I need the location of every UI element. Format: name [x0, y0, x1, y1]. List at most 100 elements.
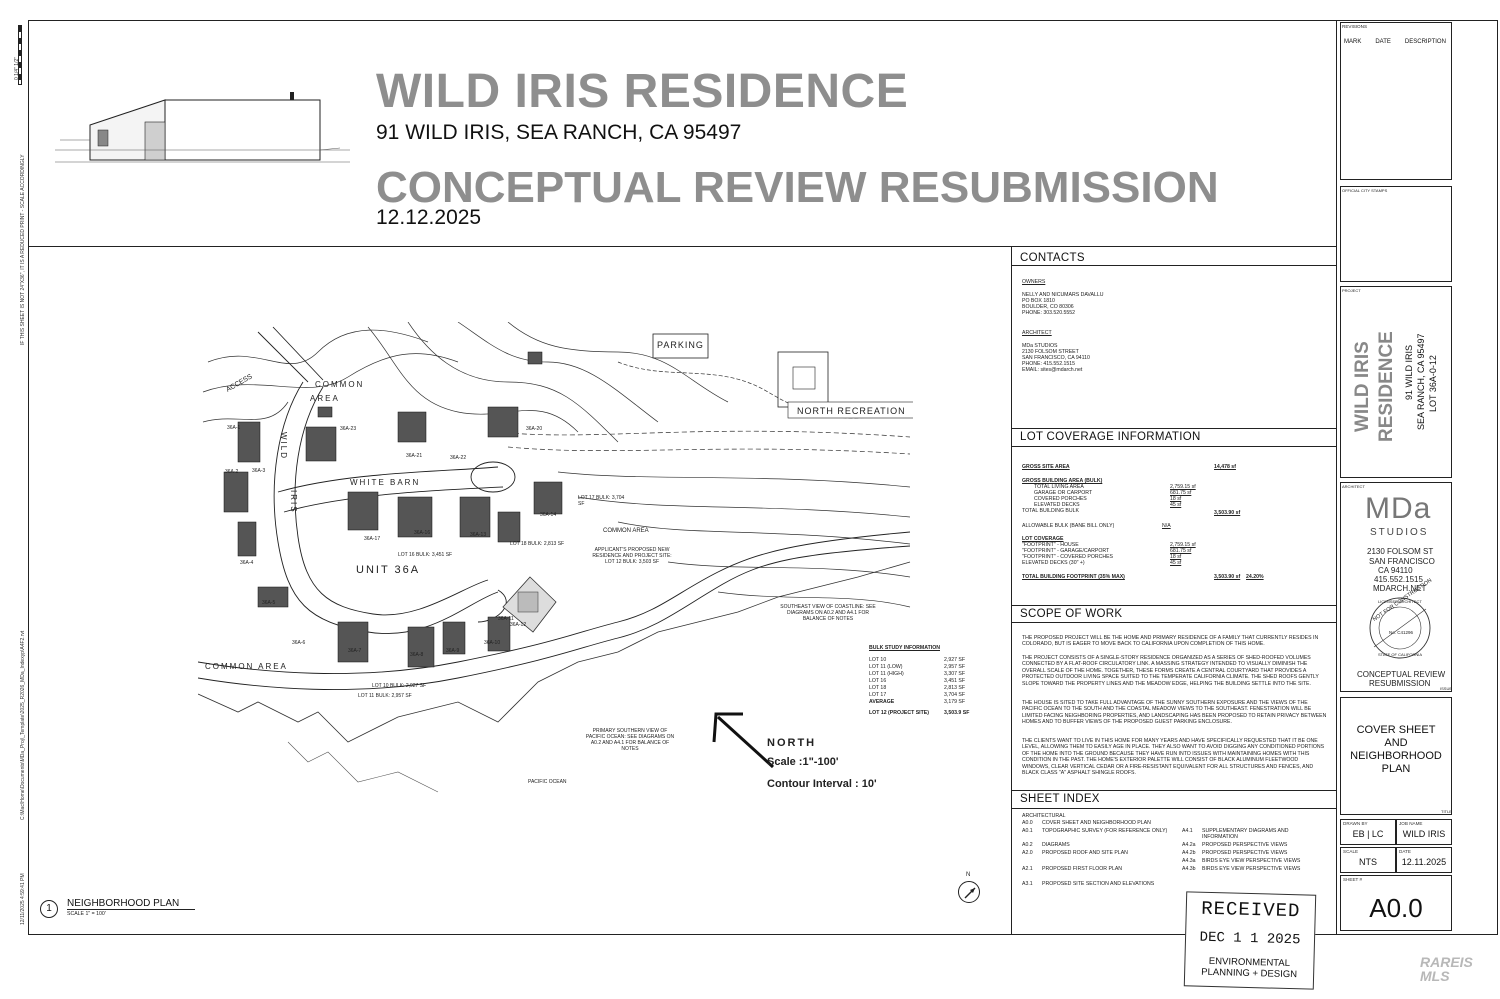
map-north-recreation-label: NORTH RECREATION — [797, 406, 906, 416]
title-label: TITLE — [1441, 809, 1452, 814]
sheet-left-2-num: A0.1 — [1022, 828, 1033, 834]
titleblock-divider — [1336, 20, 1337, 935]
bulk-row-3-value: 18 sf — [1170, 496, 1182, 502]
footprint-row-4-value: 45 sf — [1170, 560, 1182, 566]
house-sketch — [55, 92, 350, 163]
scope-paragraph-4: THE CLIENTS WANT TO LIVE IN THIS HOME FO… — [1022, 738, 1325, 777]
bulk-study-row-1-label: LOT 10 — [869, 657, 887, 663]
owner-line-4: PHONE: 303.520.5552 — [1022, 310, 1076, 316]
bulk-row-4-label: ELEVATED DECKS — [1034, 502, 1080, 508]
sheet-right-2-name: PROPOSED PERSPECTIVE VIEWS — [1202, 842, 1288, 848]
bulk-study-row-5-value: 2,813 SF — [944, 685, 966, 691]
map-contour-label: Contour Interval : 10' — [767, 778, 877, 790]
lot-tag: 36A-2 — [225, 469, 239, 475]
sheet-right-1-name: SUPPLEMENTARY DIAGRAMS AND INFORMATION — [1202, 828, 1289, 841]
date-box — [1396, 847, 1452, 873]
architect-box — [1340, 482, 1452, 692]
map-applicant-label: APPLICANT'S PROPOSED NEW RESIDENCE AND P… — [592, 547, 672, 565]
firm-line-1: 2130 FOLSOM ST — [1367, 547, 1434, 556]
bulk-study-row-7-label: AVERAGE — [869, 699, 895, 705]
sheet-right-3-num: A4.2b — [1182, 850, 1196, 856]
mls-watermark: RAREIS MLS — [1420, 954, 1473, 984]
footprint-row-3-value: 18 sf — [1170, 554, 1182, 560]
allowable-value: N/A — [1162, 523, 1171, 529]
neighborhood-map — [198, 322, 913, 793]
submission-date: 12.12.2025 — [376, 206, 482, 229]
received-stamp-division: PLANNING + DESIGN — [1201, 966, 1298, 981]
contacts-heading: CONTACTS — [1020, 252, 1085, 264]
bulk-study-project-value: 3,503.9 SF — [944, 710, 970, 716]
lot-tag: 36A-8 — [410, 652, 424, 658]
scope-paragraph-2: THE PROJECT CONSISTS OF A SINGLE-STORY R… — [1022, 655, 1319, 687]
lot-tag: 36A-16 — [414, 530, 431, 536]
official-stamps-label: OFFICIAL CITY STAMPS — [1342, 188, 1388, 193]
sheet-left-4-name: PROPOSED ROOF AND SITE PLAN — [1042, 850, 1128, 856]
sheet-index-heading: SHEET INDEX — [1020, 793, 1100, 805]
bulk-study-row-7-value: 3,179 SF — [944, 699, 966, 705]
firm-logo: MDa — [1365, 492, 1432, 525]
map-southeast-view-label: SOUTHEAST VIEW OF COASTLINE: SEE DIAGRAM… — [780, 604, 876, 622]
revisions-columns: MARK DATE DESCRIPTION — [1344, 30, 1460, 48]
bulk-study-row-2-label: LOT 11 (LOW) — [869, 664, 903, 670]
architect-block-label: ARCHITECT — [1342, 484, 1365, 489]
drawing-sheet — [28, 20, 1498, 935]
architect-label: ARCHITECT — [1022, 330, 1052, 336]
allowable-label: ALLOWABLE BULK (BANE BILL ONLY) — [1022, 523, 1115, 529]
job-name-label: JOB NAME — [1399, 821, 1423, 826]
map-scale-label: Scale :1"-100' — [767, 756, 839, 768]
received-stamp-title: RECEIVED — [1200, 897, 1301, 923]
sheet-left-2-name: TOPOGRAPHIC SURVEY (FOR REFERENCE ONLY) — [1042, 828, 1168, 834]
sheet-index-top-line — [1011, 790, 1336, 791]
total-footprint-value: 3,503.90 sf — [1214, 574, 1241, 580]
firm-line-4: 415.552.1515 — [1374, 575, 1423, 584]
revisions-box — [1340, 22, 1452, 180]
gross-site-value: 14,478 sf — [1214, 464, 1236, 470]
sheet-right-3-name: PROPOSED PERSPECTIVE VIEWS — [1202, 850, 1288, 856]
issue-text-2: RESUBMISSION — [1369, 679, 1431, 688]
map-southern-view-label: PRIMARY SOUTHERN VIEW OF PACIFIC OCEAN: … — [585, 728, 675, 752]
sheet-title: COVER SHEET AND NEIGHBORHOOD PLAN — [1350, 724, 1442, 775]
received-stamp: RECEIVED DEC 1 1 2025 ENVIRONMENTAL PLAN… — [1183, 891, 1317, 990]
project-label: PROJECT — [1342, 288, 1361, 293]
footprint-row-2-label: "FOOTPRINT" - GARAGE/CARPORT — [1022, 548, 1110, 554]
rev-col-mark: MARK — [1344, 39, 1362, 45]
drawing-scale: SCALE 1" = 100' — [67, 911, 106, 917]
project-name-line-2: RESIDENCE — [1376, 331, 1397, 442]
bulk-study-row-4-label: LOT 16 — [869, 678, 887, 684]
sheet-right-5-num: A4.3b — [1182, 866, 1196, 872]
owner-line-3: BOULDER, CO 80306 — [1022, 304, 1074, 310]
drawing-title: NEIGHBORHOOD PLAN — [67, 898, 195, 910]
lot-tag: 36A-13 — [470, 532, 487, 538]
date-label: DATE — [1399, 849, 1411, 854]
total-footprint-percent: 24.20% — [1246, 574, 1264, 580]
scale-label: SCALE — [1343, 849, 1359, 854]
project-name-line-1: WILD IRIS — [1352, 341, 1373, 432]
rev-col-description: DESCRIPTION — [1404, 39, 1446, 45]
gross-site-label: GROSS SITE AREA — [1022, 464, 1070, 470]
bulk-study-row-2-value: 2,957 SF — [944, 664, 966, 670]
sheet-right-5-name: BIRDS EYE VIEW PERSPECTIVE VIEWS — [1202, 866, 1301, 872]
rev-col-date: DATE — [1375, 39, 1391, 45]
footprint-row-2-value: 681.75 sf — [1170, 548, 1192, 554]
sheet-left-5-num: A2.1 — [1022, 866, 1033, 872]
scope-head-line — [1011, 622, 1336, 623]
revisions-label: REVISIONS — [1342, 24, 1368, 29]
bulk-study-row-6-value: 3,704 SF — [944, 692, 966, 698]
firm-line-3: CA 94110 — [1378, 566, 1413, 575]
sheet-number: A0.0 — [1369, 893, 1423, 923]
lot-coverage-heading: LOT COVERAGE INFORMATION — [1020, 431, 1201, 443]
sheet-index-head-line — [1011, 808, 1336, 809]
reduced-print-note: IF THIS SHEET IS NOT 24"X36", IT IS A RE… — [20, 154, 26, 345]
project-address-line-2: SEA RANCH, CA 95497 — [1416, 333, 1426, 430]
lot-tag: 36A-6 — [292, 640, 306, 646]
map-white-barn-label: WHITE BARN — [350, 478, 421, 487]
map-common-label: COMMON — [315, 380, 365, 389]
project-title: WILD IRIS RESIDENCE — [376, 65, 909, 118]
firm-line-2: SAN FRANCISCO — [1369, 557, 1435, 566]
map-common-area-2-label: COMMON AREA — [603, 528, 649, 534]
scale-bar — [18, 25, 22, 85]
official-stamps-box — [1340, 186, 1452, 282]
architect-seal — [1369, 597, 1431, 659]
lot-tag: 36A-23 — [340, 426, 357, 432]
issue-label: ISSUE — [1440, 686, 1453, 691]
